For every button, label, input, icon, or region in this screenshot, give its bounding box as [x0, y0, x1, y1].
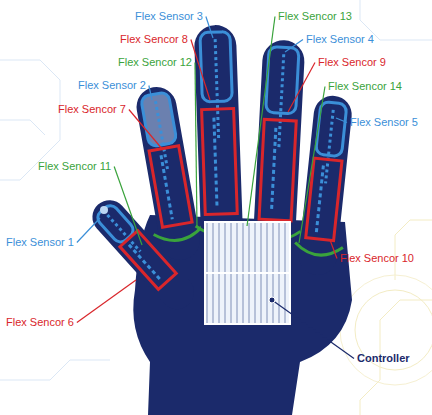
leader-line [114, 167, 142, 246]
tip-sensor-strip [156, 101, 168, 171]
joint-sensor-strip [316, 165, 323, 232]
sensor-label: Flex Sensor 4 [306, 33, 374, 46]
leader-line [247, 17, 275, 227]
sensor-label: Flex Sencor 6 [6, 316, 74, 329]
sensor-label: Flex Sencor 13 [278, 10, 352, 23]
controller-label: Controller [357, 352, 410, 365]
joint-sensor-strip [214, 118, 217, 206]
leader-line [336, 118, 347, 123]
leader-line [272, 300, 354, 359]
sensor-label: Flex Sensor 5 [350, 116, 418, 129]
tip-sensor [200, 32, 232, 102]
sensor-label: Flex Sensor 2 [78, 79, 146, 92]
sensor-label: Flex Sencor 7 [58, 103, 126, 116]
leader-line [330, 240, 337, 259]
glove-finger [292, 93, 359, 277]
leader-line [285, 40, 303, 53]
sensor-label: Flex Sencor 14 [328, 80, 402, 93]
sensor-label: Flex Sencor 8 [120, 33, 188, 46]
leader-line [288, 63, 315, 113]
glove-fingers [85, 24, 358, 316]
sensor-label: Flex Sencor 9 [318, 56, 386, 69]
leader-line [191, 40, 210, 101]
joint-sensor [202, 109, 238, 215]
joint-sensor-strip [129, 245, 161, 281]
sensor-label: Flex Sencor 11 [38, 160, 111, 173]
joint-sensor [149, 146, 192, 228]
tip-sensor-strip [279, 54, 284, 150]
leader-line [77, 218, 100, 243]
leader-line [149, 86, 152, 101]
controller-board [205, 222, 290, 324]
leader-line [195, 63, 197, 229]
tip-sensor-strip [326, 110, 334, 184]
leader-dot [269, 297, 275, 303]
sensor-label: Flex Sensor 1 [6, 236, 74, 249]
sensor-label: Flex Sensor 3 [135, 10, 203, 23]
controller-divider [205, 272, 290, 274]
leader-line [77, 280, 136, 323]
joint-sensor-strip [271, 128, 275, 212]
leader-line [299, 87, 325, 244]
joint-sensor-strip [161, 155, 172, 219]
thumb-tip-sensor [100, 206, 108, 214]
leader-line [129, 110, 163, 151]
leader-line [206, 17, 213, 39]
sensor-label: Flex Sencor 10 [340, 252, 414, 265]
joint-sensor [259, 119, 296, 221]
sensor-label: Flex Sencor 12 [118, 56, 192, 69]
tip-sensor-strip [215, 39, 219, 140]
